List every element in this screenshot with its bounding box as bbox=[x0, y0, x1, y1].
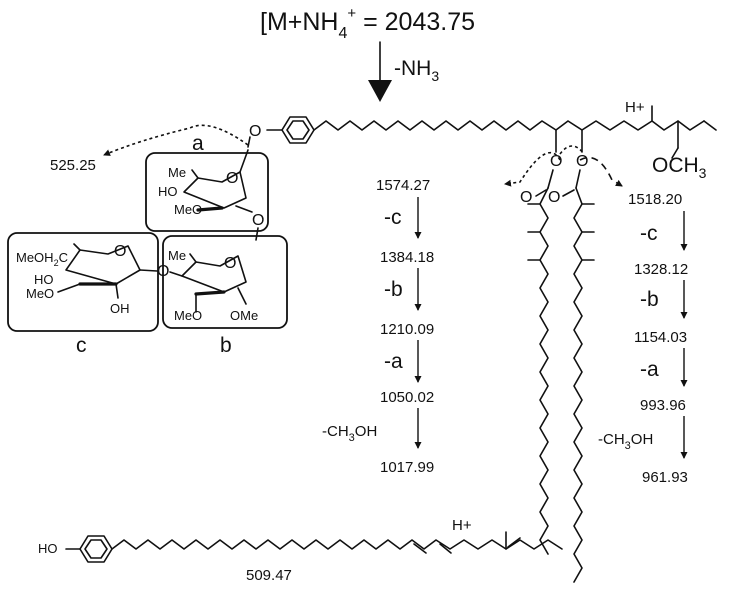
right-mass-0: 1518.20 bbox=[628, 191, 682, 208]
svg-text:OMe: OMe bbox=[230, 308, 258, 323]
sugar-loss-arc bbox=[103, 124, 249, 156]
mass-509: 509.47 bbox=[246, 567, 292, 584]
svg-text:HO: HO bbox=[34, 272, 54, 287]
left-loss-b: -b bbox=[384, 278, 403, 301]
svg-text:Me: Me bbox=[168, 165, 186, 180]
cleavage-arc-right bbox=[579, 156, 623, 187]
phenol-oxygen: O bbox=[249, 123, 261, 140]
left-mass-4: 1017.99 bbox=[380, 459, 434, 476]
svg-text:O: O bbox=[157, 263, 169, 280]
proton-label-top: H+ bbox=[625, 99, 645, 116]
svg-text:MeO: MeO bbox=[174, 308, 202, 323]
ester-carbonyl-o-1: O bbox=[520, 189, 532, 206]
alkyl-chain-main bbox=[313, 120, 705, 131]
sugar-a-letter: a bbox=[192, 132, 204, 155]
right-loss-b: -b bbox=[640, 288, 659, 311]
right-series: 1518.20 -c 1328.12 -b 1154.03 -a 993.96 … bbox=[598, 191, 688, 486]
svg-text:O: O bbox=[226, 170, 238, 187]
loss-nh3-label: -NH3 bbox=[394, 57, 439, 84]
bottom-fragment: HO H+ 509.47 bbox=[38, 517, 563, 584]
sugar-a-box bbox=[145, 152, 269, 232]
svg-text:MeO: MeO bbox=[26, 286, 54, 301]
svg-text:O: O bbox=[252, 212, 264, 229]
methoxy-label: OCH3 bbox=[652, 154, 707, 181]
acyl-chain-1 bbox=[539, 187, 549, 555]
ester-oxygen-2: O bbox=[576, 153, 588, 170]
sugar-b-box bbox=[162, 235, 288, 329]
sugar-b-letter: b bbox=[220, 334, 232, 357]
bottom-ho: HO bbox=[38, 541, 58, 556]
svg-text:O: O bbox=[114, 243, 126, 260]
ester-carbonyl-o-2: O bbox=[548, 189, 560, 206]
phenyl-ring-top bbox=[281, 116, 315, 144]
svg-text:MeOH2C: MeOH2C bbox=[16, 250, 68, 268]
right-mass-2: 1154.03 bbox=[634, 329, 687, 346]
left-loss-methanol: -CH3OH bbox=[322, 423, 377, 444]
left-mass-3: 1050.02 bbox=[380, 389, 434, 406]
right-mass-4: 961.93 bbox=[642, 469, 688, 486]
acyl-chain-2 bbox=[573, 187, 583, 583]
right-loss-c: -c bbox=[640, 222, 658, 245]
bottom-proton: H+ bbox=[452, 517, 472, 534]
left-loss-c: -c bbox=[384, 206, 402, 229]
svg-text:Me: Me bbox=[168, 248, 186, 263]
cleavage-arc-top bbox=[559, 145, 585, 155]
right-loss-a: -a bbox=[640, 358, 659, 381]
sugar-c-letter: c bbox=[76, 334, 87, 357]
svg-text:O: O bbox=[224, 255, 236, 272]
right-mass-3: 993.96 bbox=[640, 397, 686, 414]
sugar-b: Me O MeO OMe O bbox=[157, 235, 288, 329]
ester-oxygen-1: O bbox=[550, 153, 562, 170]
sugar-a: a Me HO MeO O O bbox=[145, 132, 269, 241]
svg-text:HO: HO bbox=[158, 184, 178, 199]
bottom-chain bbox=[111, 539, 563, 550]
left-mass-0: 1574.27 bbox=[376, 177, 430, 194]
svg-text:MeO: MeO bbox=[174, 202, 202, 217]
left-loss-a: -a bbox=[384, 350, 403, 373]
left-mass-2: 1210.09 bbox=[380, 321, 434, 338]
left-series: 1574.27 -c 1384.18 -b 1210.09 -a 1050.02… bbox=[322, 177, 434, 476]
right-loss-methanol: -CH3OH bbox=[598, 431, 653, 452]
precursor-ion-label: [M+NH4+ = 2043.75 bbox=[260, 5, 475, 42]
sugar-c: MeOH2C O HO MeO OH bbox=[7, 232, 159, 332]
mass-525: 525.25 bbox=[50, 157, 96, 174]
loss-arrow-head bbox=[368, 80, 392, 102]
left-mass-1: 1384.18 bbox=[380, 249, 434, 266]
cleavage-arc-left bbox=[504, 151, 561, 187]
right-mass-1: 1328.12 bbox=[634, 261, 688, 278]
svg-text:OH: OH bbox=[110, 301, 130, 316]
sugar-c-box bbox=[7, 232, 159, 332]
